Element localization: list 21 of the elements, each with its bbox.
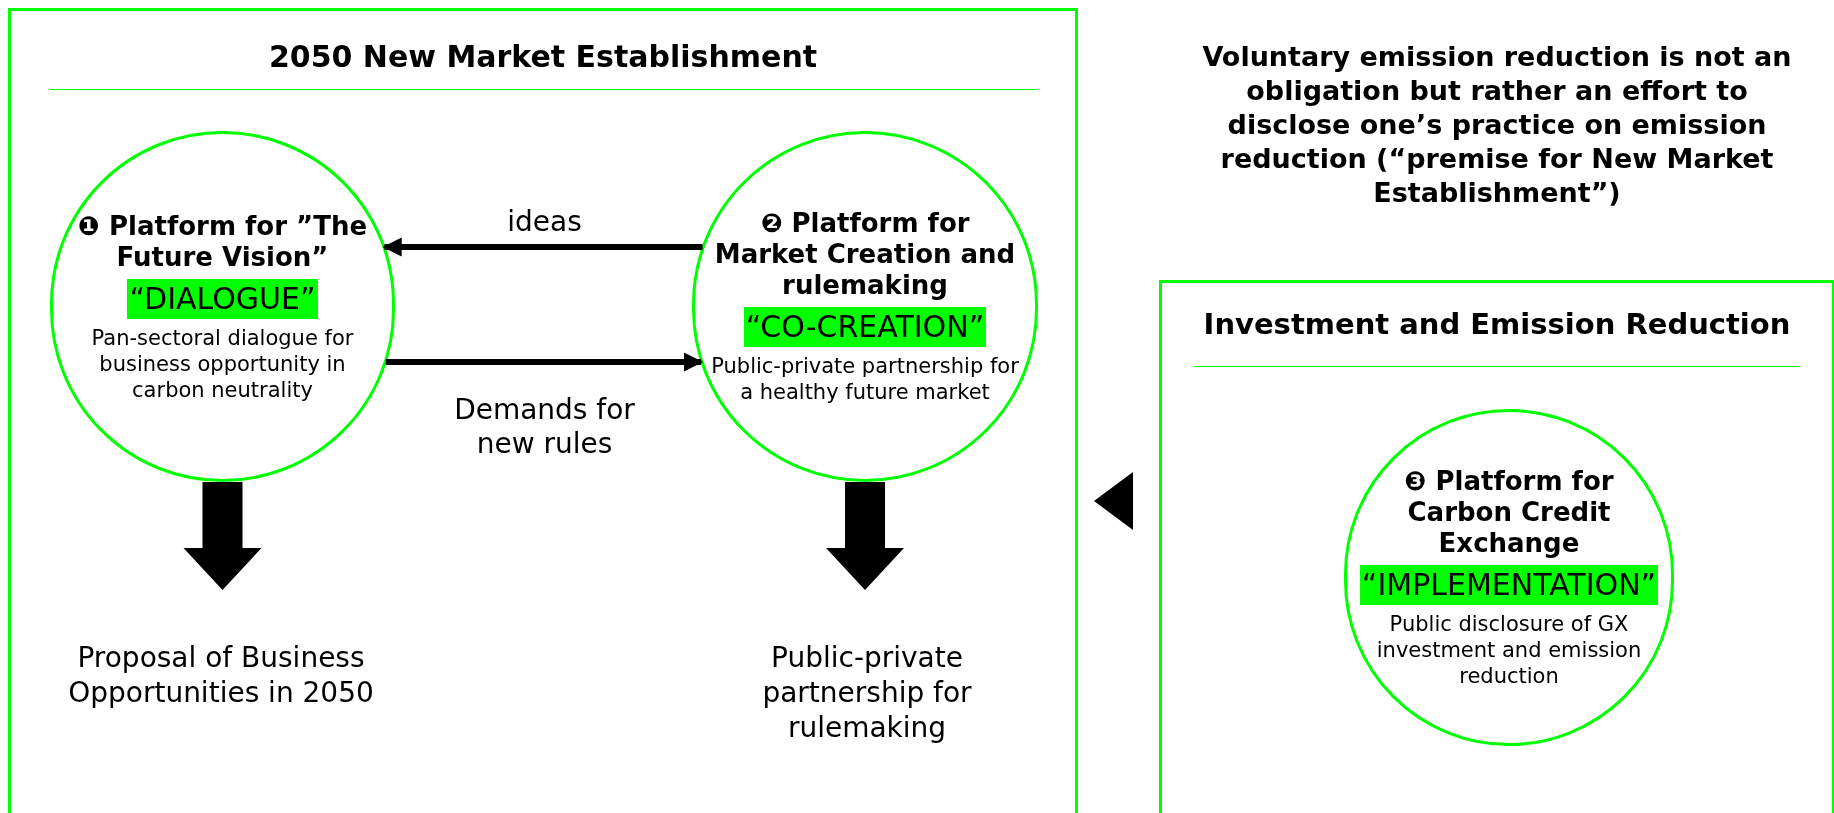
platform-description: Public disclosure of GX investment and emission reduction — [1375, 611, 1643, 689]
panel-title: Investment and Emission Reduction — [1202, 306, 1792, 343]
platform-title: ❶ Platform for ”The Future Vision” — [76, 210, 369, 273]
outcome-text: Proposal of Business Opportunities in 2050 — [67, 640, 375, 710]
platform-title: ❸ Platform for Carbon Credit Exchange — [1403, 466, 1615, 559]
highlight-keyword: “IMPLEMENTATION” — [1359, 565, 1659, 605]
triangle-arrow — [1094, 472, 1133, 530]
panel — [8, 8, 1078, 813]
highlight-keyword: “CO-CREATION” — [743, 307, 987, 347]
arrow — [382, 237, 703, 257]
platform-description: Pan-sectoral dialogue for business opportunity in carbon neutrality — [90, 324, 355, 403]
arrow — [385, 352, 704, 372]
note-text: Voluntary emission reduction is not an obligation but rather an effort to disclose one’s practice on emission reduction (“premise for New Market Establishment”) — [1201, 40, 1793, 210]
block-arrow — [826, 482, 904, 590]
panel-title: 2050 New Market Establishment — [267, 38, 819, 76]
outcome-text: Public-private partnership for rulemaking — [761, 640, 973, 745]
platform-description: Public-private partnership for a healthy future market — [710, 353, 1020, 405]
panel — [1159, 280, 1834, 813]
block-arrow — [183, 482, 262, 590]
platform-title: ❷ Platform for Market Creation and rulemaking — [713, 208, 1017, 301]
highlight-keyword: “DIALOGUE” — [127, 278, 318, 319]
